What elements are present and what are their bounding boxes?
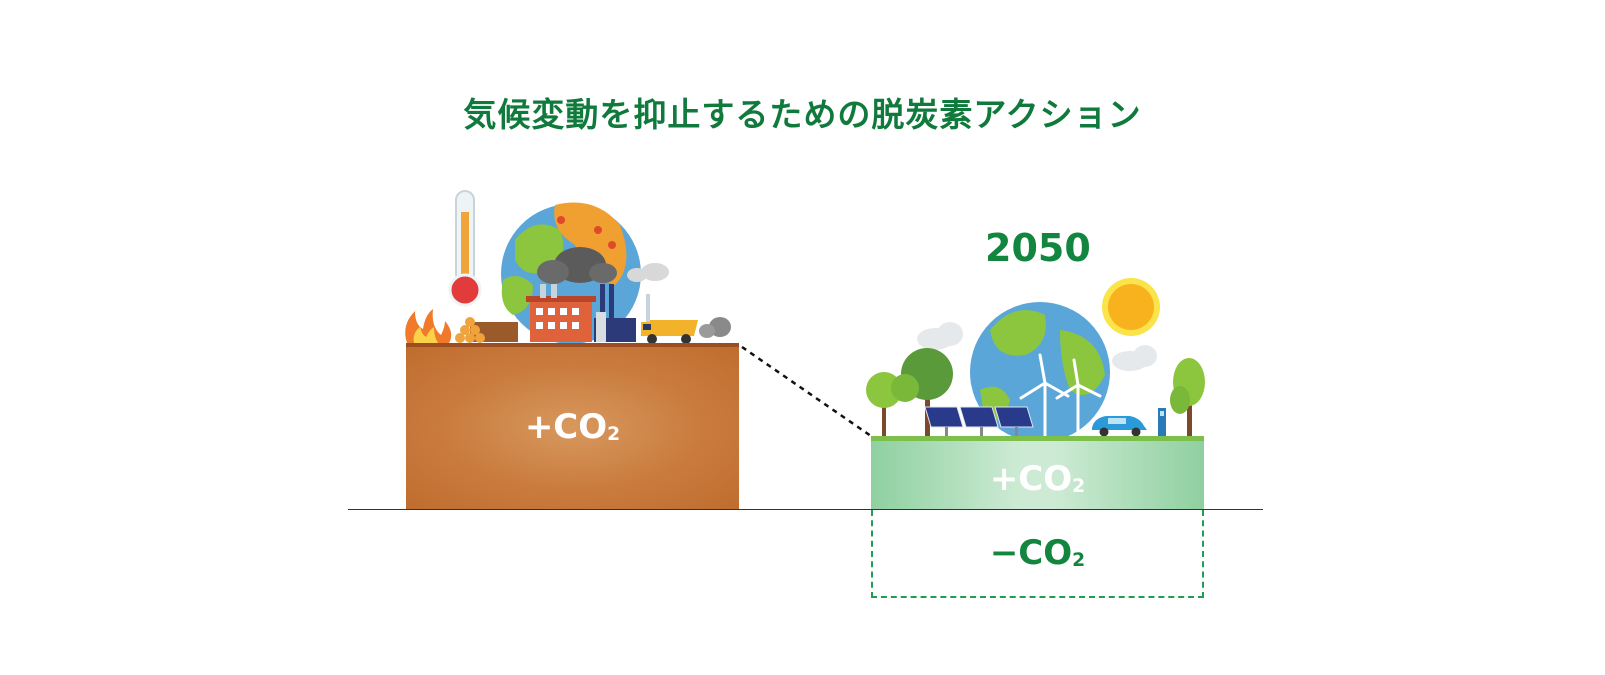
logs-icon [455,317,518,343]
emission-label: +CO2 [524,407,621,447]
fire-icon [405,309,452,343]
sun-icon [1102,278,1160,336]
thermometer-icon [448,190,482,307]
cloud-icon [917,322,1157,371]
charger-icon [1158,408,1166,436]
tree-icon [866,348,1205,438]
solar-panel-icon [924,406,1034,436]
factory-icon [526,284,650,342]
grass-surface [871,436,1204,443]
electric-car-icon [1092,416,1147,437]
removal-label: −CO2 [989,533,1086,573]
removal-box [871,510,1204,598]
smoke-icon [537,247,731,338]
emission-block [406,347,739,509]
remaining-emission-label: +CO2 [989,459,1086,499]
dump-truck-icon [641,320,698,344]
page-title: 気候変動を抑止するための脱炭素アクション [463,95,1142,134]
wind-turbine-icon [1019,353,1102,439]
connector-line [741,345,872,438]
ground-baseline [348,509,1263,510]
year-label: 2050 [985,226,1091,270]
remaining-emission-block [871,441,1204,509]
